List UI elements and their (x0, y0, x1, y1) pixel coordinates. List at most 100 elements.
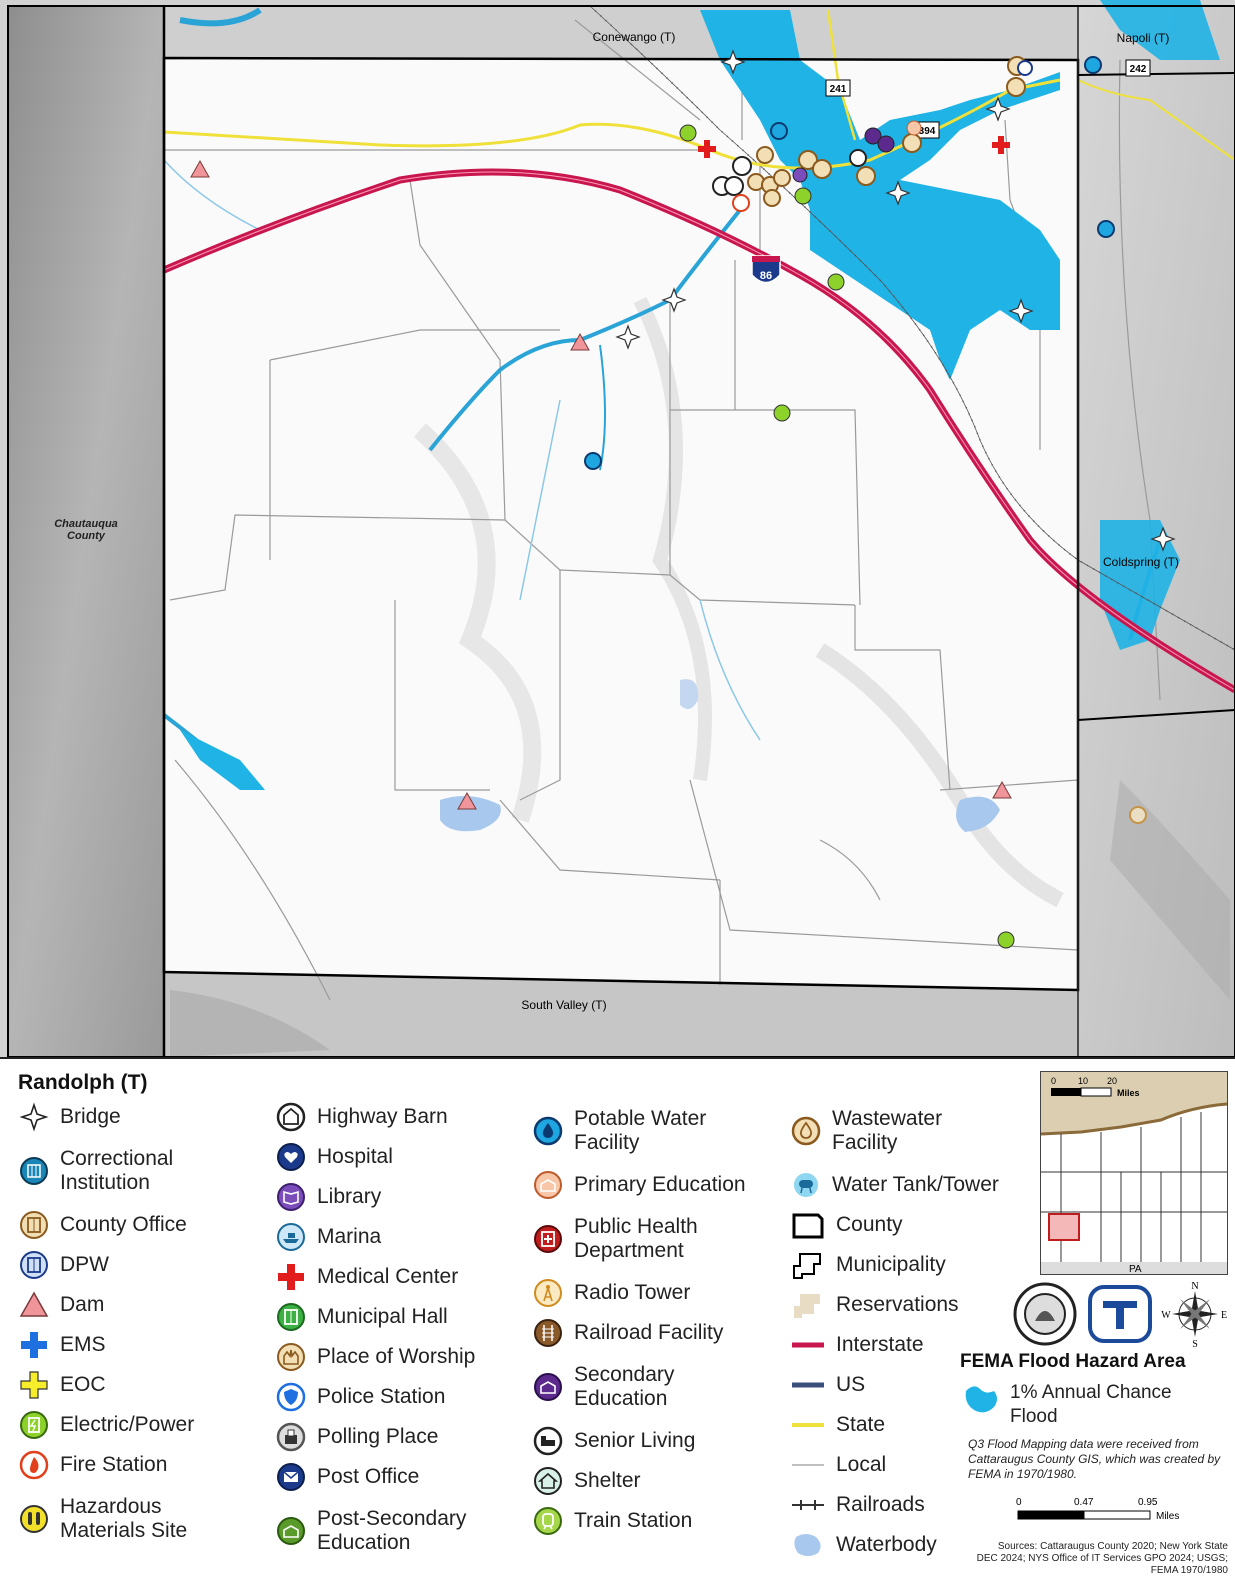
sources-text: Sources: Cattaraugus County 2020; New Yo… (976, 1541, 1228, 1576)
svg-text:20: 20 (1107, 1076, 1117, 1086)
flood-hazard-area (1100, 0, 1220, 60)
interstate-line-icon (792, 1342, 824, 1348)
town-center-cluster (712, 56, 1147, 824)
scale-bar: 0 0.47 0.95 Miles (1016, 1489, 1228, 1535)
bridge-icon (19, 1102, 49, 1132)
tetra-tech-logo-icon (1088, 1285, 1152, 1343)
railroad-line (589, 5, 1235, 651)
waterbody (440, 796, 501, 832)
county-office-icon (20, 1211, 48, 1239)
dam-markers (190, 159, 1012, 810)
public-health-icon (534, 1225, 562, 1253)
legend-item-reservations: Reservations (790, 1285, 1030, 1325)
library-icon (277, 1183, 305, 1211)
legend-item-waterbody: Waterbody (790, 1525, 1030, 1565)
flood-hazard-area (700, 10, 1060, 380)
us-241-shield: 241 (825, 79, 851, 97)
police-icon (276, 1382, 306, 1412)
svg-text:394: 394 (919, 126, 936, 137)
legend-item-secondary-education: Secondary Education (532, 1353, 782, 1421)
svg-text:242: 242 (1130, 64, 1147, 75)
relief-ridge (633, 296, 712, 782)
legend-item-senior-living: Senior Living (532, 1421, 782, 1461)
us-line-icon (792, 1382, 824, 1388)
legend-item-police: Police Station (275, 1377, 525, 1417)
legend-title: Randolph (T) (18, 1071, 148, 1094)
legend-item-highway-barn: Highway Barn (275, 1097, 525, 1137)
randolph-town-area (164, 58, 1078, 990)
legend-item-primary-education: Primary Education (532, 1165, 782, 1205)
local-roads (164, 19, 1161, 1001)
potable-water-markers (584, 56, 1115, 470)
svg-text:241: 241 (830, 84, 847, 95)
radio-tower-icon (534, 1279, 562, 1307)
label-napoli: Napoli (T) (1117, 31, 1170, 45)
municipal-boundary-line (1077, 72, 1235, 76)
legend-column-4: Wastewater Facility Water Tank/Tower Cou… (790, 1097, 1030, 1565)
wastewater-icon (791, 1116, 821, 1146)
legend-item-railroad-facility: Railroad Facility (532, 1313, 782, 1353)
legend-item-shelter: Shelter (532, 1461, 782, 1501)
svg-text:10: 10 (1078, 1076, 1088, 1086)
local-line-icon (792, 1464, 824, 1466)
legend-item-potable-water: Potable Water Facility (532, 1097, 782, 1165)
label-conewango: Conewango (T) (593, 30, 676, 44)
relief-shade (170, 990, 330, 1057)
svg-text:86: 86 (760, 270, 772, 282)
legend-item-library: Library (275, 1177, 525, 1217)
railroad-facility-icon (534, 1319, 562, 1347)
legend-item-municipal-hall: Municipal Hall (275, 1297, 525, 1337)
legend-item-post-secondary: Post-Secondary Education (275, 1497, 525, 1565)
map-panel[interactable]: 86 241 242 394 (0, 0, 1235, 1058)
legend-item-public-health: Public Health Department (532, 1205, 782, 1273)
legend-item-municipality: Municipality (790, 1245, 1030, 1285)
hospital-icon (277, 1143, 305, 1171)
railroads-icon (792, 1500, 824, 1510)
electric-icon (20, 1411, 48, 1439)
legend-item-correctional: Correctional Institution (18, 1137, 258, 1205)
legend-item-us: US (790, 1365, 1030, 1405)
bridge-markers (615, 49, 1176, 552)
shelter-icon (534, 1467, 562, 1495)
legend-item-train-station: Train Station (532, 1501, 782, 1541)
svg-text:W: W (1161, 1310, 1171, 1321)
legend-item-polling: Polling Place (275, 1417, 525, 1457)
logos-area: N S E W (1010, 1281, 1230, 1350)
svg-text:0: 0 (1016, 1497, 1022, 1508)
legend-item-water-tank: Water Tank/Tower (790, 1165, 1030, 1205)
ems-icon (21, 1332, 47, 1358)
legend-item-local: Local (790, 1445, 1030, 1485)
label-coldspring: Coldspring (T) (1103, 555, 1179, 569)
svg-text:S: S (1192, 1339, 1198, 1350)
post-office-icon (277, 1463, 305, 1491)
post-secondary-icon (277, 1517, 305, 1545)
legend-item-county: County (790, 1205, 1030, 1245)
svg-text:N: N (1191, 1281, 1198, 1292)
water-tank-icon (792, 1171, 820, 1199)
scale-bar-svg: 0 0.47 0.95 Miles (1016, 1497, 1179, 1522)
legend-item-marina: Marina (275, 1217, 525, 1257)
svg-text:E: E (1221, 1310, 1227, 1321)
polling-icon (276, 1422, 306, 1452)
svg-text:0.47: 0.47 (1074, 1497, 1094, 1508)
county-boundary-icon (792, 1213, 824, 1239)
correctional-icon (20, 1157, 48, 1185)
relief-ridge (815, 643, 1064, 908)
dpw-icon (20, 1251, 48, 1279)
county-seal-icon (1013, 1282, 1077, 1346)
legend-column-2: Highway Barn Hospital Library Marina Med… (275, 1097, 525, 1565)
primary-education-icon (534, 1171, 562, 1199)
legend-item-worship: Place of Worship (275, 1337, 525, 1377)
worship-icon (277, 1343, 305, 1371)
state-route-242 (1077, 79, 1235, 161)
state-line-icon (792, 1423, 824, 1427)
legend-item-interstate: Interstate (790, 1325, 1030, 1365)
medical-center-icon (278, 1264, 304, 1290)
marina-icon (277, 1223, 305, 1251)
legend-item-wastewater: Wastewater Facility (790, 1097, 1030, 1165)
label-south-valley: South Valley (T) (521, 998, 606, 1012)
svg-text:Miles: Miles (1156, 1511, 1179, 1522)
legend-item-radio-tower: Radio Tower (532, 1273, 782, 1313)
svg-text:Miles: Miles (1117, 1088, 1140, 1098)
eoc-icon (20, 1371, 48, 1399)
